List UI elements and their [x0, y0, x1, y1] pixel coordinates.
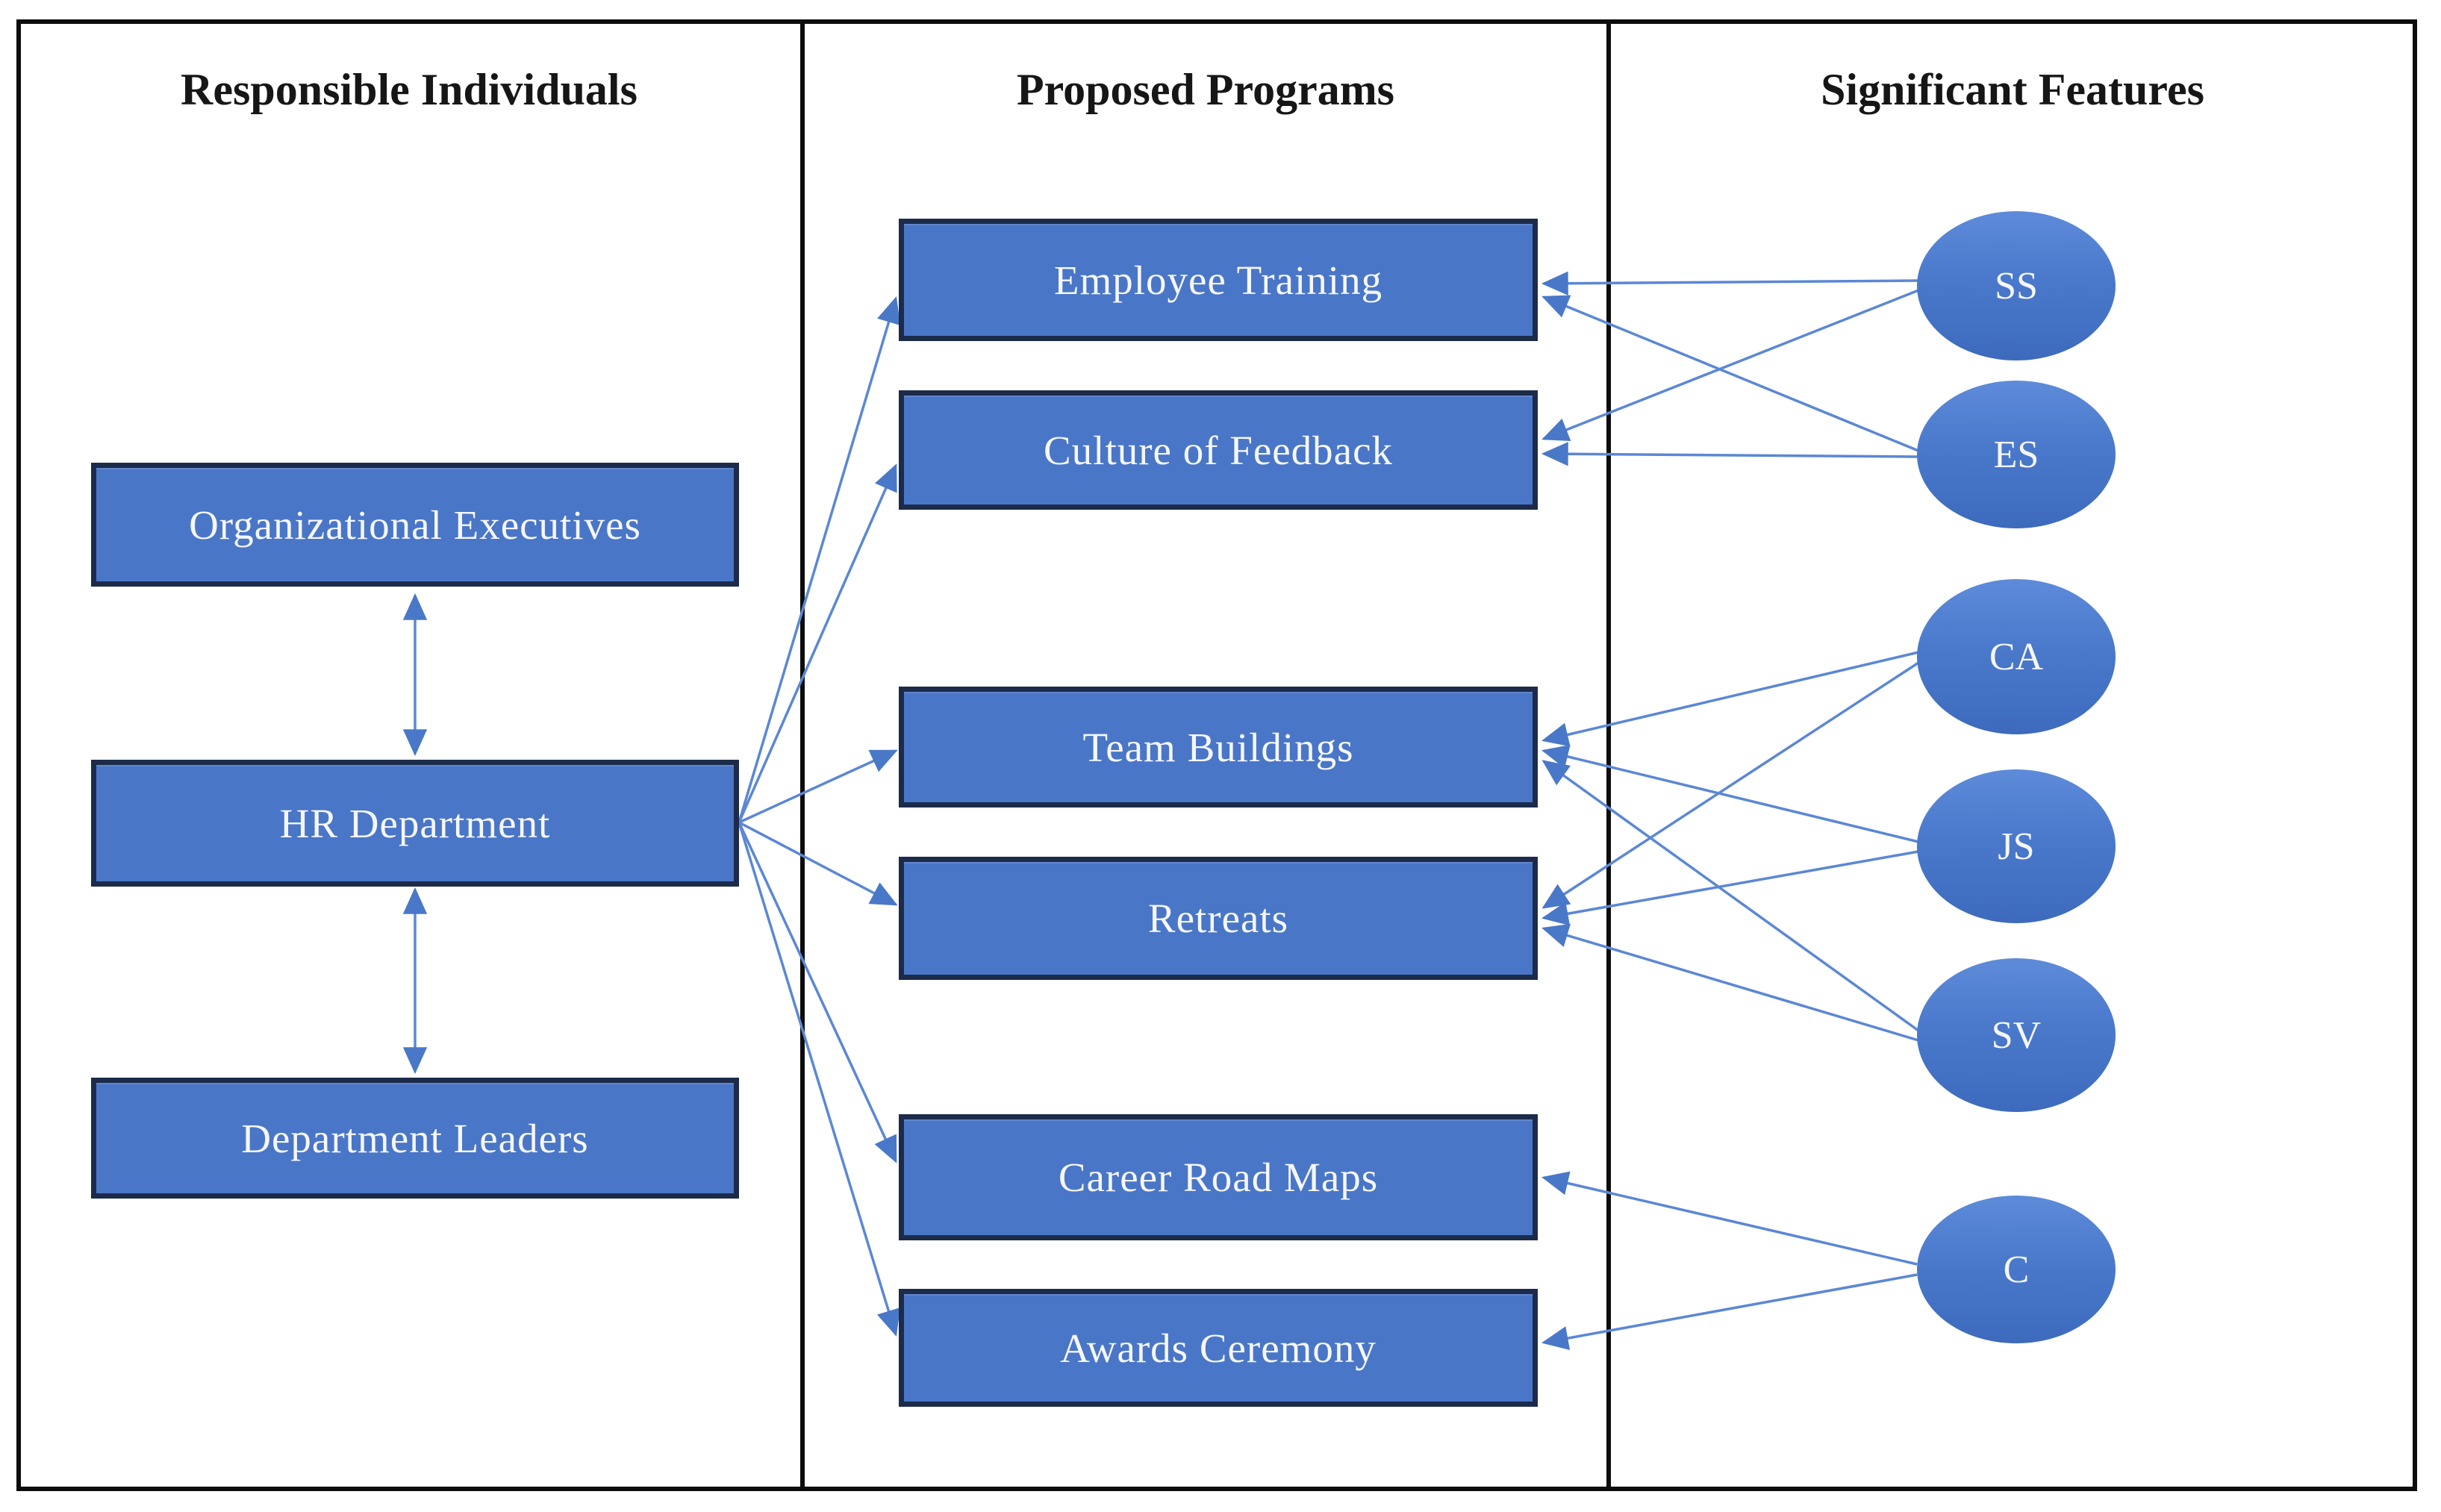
column-header-responsible-individuals: Responsible Individuals: [181, 65, 637, 114]
node-organizational-executives: Organizational Executives: [91, 463, 739, 587]
feature-ellipse-ca: CA: [1917, 579, 2116, 734]
feature-ellipse-js: JS: [1917, 769, 2116, 923]
column-header-significant-features: Significant Features: [1821, 65, 2204, 114]
node-awards-ceremony: Awards Ceremony: [899, 1289, 1538, 1407]
node-retreats: Retreats: [899, 857, 1538, 980]
diagram-frame: [16, 19, 2417, 1491]
feature-ellipse-ss: SS: [1917, 211, 2116, 360]
node-career-road-maps: Career Road Maps: [899, 1114, 1538, 1240]
node-hr-department: HR Department: [91, 760, 739, 887]
column-header-proposed-programs: Proposed Programs: [1016, 65, 1395, 114]
node-employee-training: Employee Training: [899, 219, 1538, 341]
feature-ellipse-es: ES: [1917, 381, 2116, 528]
node-culture-of-feedback: Culture of Feedback: [899, 390, 1538, 510]
node-team-buildings: Team Buildings: [899, 687, 1538, 807]
column-divider-2: [1606, 19, 1611, 1491]
node-department-leaders: Department Leaders: [91, 1078, 739, 1199]
feature-ellipse-sv: SV: [1917, 958, 2116, 1112]
feature-ellipse-c: C: [1917, 1196, 2116, 1343]
column-divider-1: [800, 19, 805, 1491]
